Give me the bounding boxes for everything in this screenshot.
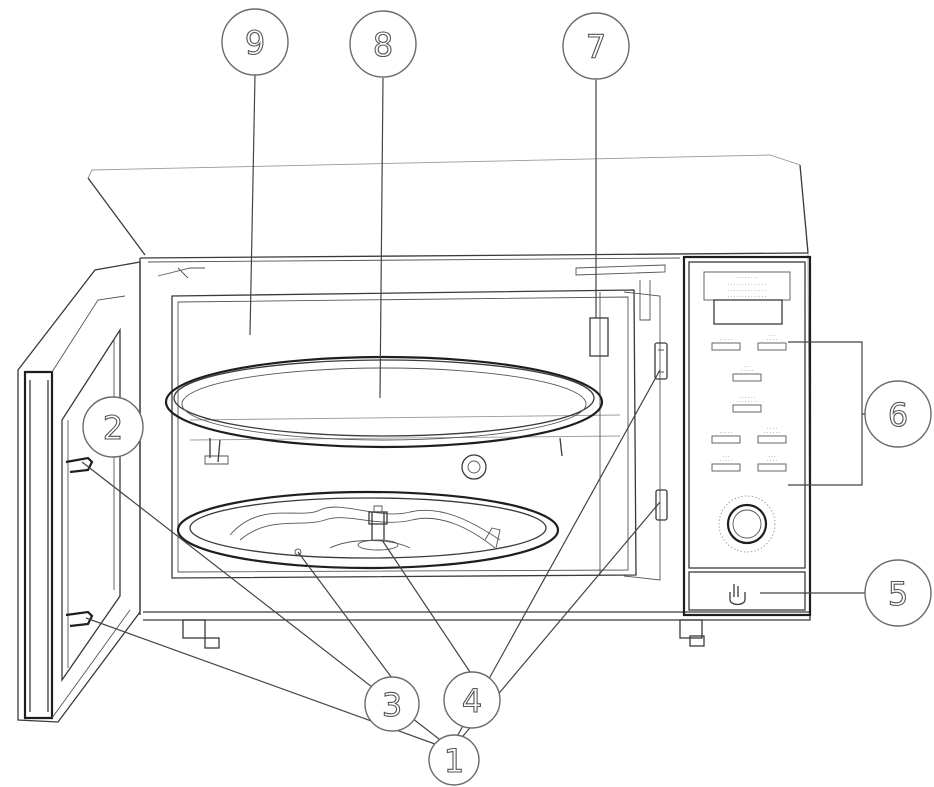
dial-knob-icon <box>718 495 776 553</box>
door <box>17 261 141 723</box>
svg-text:· · · · ·: · · · · · <box>720 338 733 343</box>
svg-text:· · · · · · · · · · · · · ·: · · · · · · · · · · · · · · <box>728 283 767 288</box>
grill-rack <box>164 355 604 465</box>
svg-text:· · · · ·: · · · · · <box>741 369 754 374</box>
leader-lines <box>81 74 865 749</box>
control-panel: · · · · · · · · · · · · · · · · · · · · … <box>682 255 812 617</box>
door-latch-holes <box>654 342 668 521</box>
callout-2: 2 <box>82 396 144 458</box>
callout-label-1: 1 <box>444 742 464 780</box>
callout-label-7: 7 <box>586 28 606 66</box>
svg-text:· · · · · ·: · · · · · · <box>739 396 755 401</box>
callout-1: 1 <box>428 734 480 786</box>
cavity <box>171 264 666 581</box>
svg-text:· · · · · · · · · · · · · ·: · · · · · · · · · · · · · · <box>728 289 767 294</box>
callout-label-8: 8 <box>373 26 393 64</box>
callout-5: 5 <box>864 559 932 627</box>
svg-text:· · · · · · · ·: · · · · · · · · <box>736 400 757 405</box>
svg-text:· · ·: · · · <box>743 365 750 370</box>
callout-label-6: 6 <box>888 396 908 434</box>
hand-pointer-icon <box>729 584 746 606</box>
callout-3: 3 <box>364 676 420 732</box>
svg-text:· · · · · ·: · · · · · · <box>764 431 780 436</box>
svg-text:· · · ·: · · · · <box>767 459 777 464</box>
turntable-shaft-cover <box>461 454 487 480</box>
callout-4: 4 <box>443 671 501 729</box>
callout-label-2: 2 <box>103 409 123 447</box>
turntable <box>176 490 560 570</box>
svg-text:· · · · ·: · · · · · <box>720 431 733 436</box>
callout-label-3: 3 <box>382 686 402 724</box>
callout-6: 6 <box>864 380 932 448</box>
waveguide-cover <box>589 317 609 357</box>
svg-text:· · · · · · · · · · · · · ·: · · · · · · · · · · · · · · <box>728 295 767 300</box>
callout-label-5: 5 <box>888 575 908 613</box>
callout-7: 7 <box>562 12 630 80</box>
svg-text:· · ·: · · · <box>722 455 729 460</box>
svg-text:· · · ·: · · · · <box>767 338 777 343</box>
svg-text:· · · · ·: · · · · · <box>720 459 733 464</box>
callout-label-4: 4 <box>462 682 482 720</box>
callout-9: 9 <box>221 8 289 76</box>
callout-label-9: 9 <box>245 24 265 62</box>
feet <box>182 619 705 649</box>
svg-text:· · ·: · · · <box>768 334 775 339</box>
callout-8: 8 <box>349 10 417 78</box>
svg-text:· · · ·: · · · · <box>767 427 777 432</box>
svg-text:· · · · · · · ·: · · · · · · · · <box>736 276 757 281</box>
svg-text:· · ·: · · · <box>768 455 775 460</box>
